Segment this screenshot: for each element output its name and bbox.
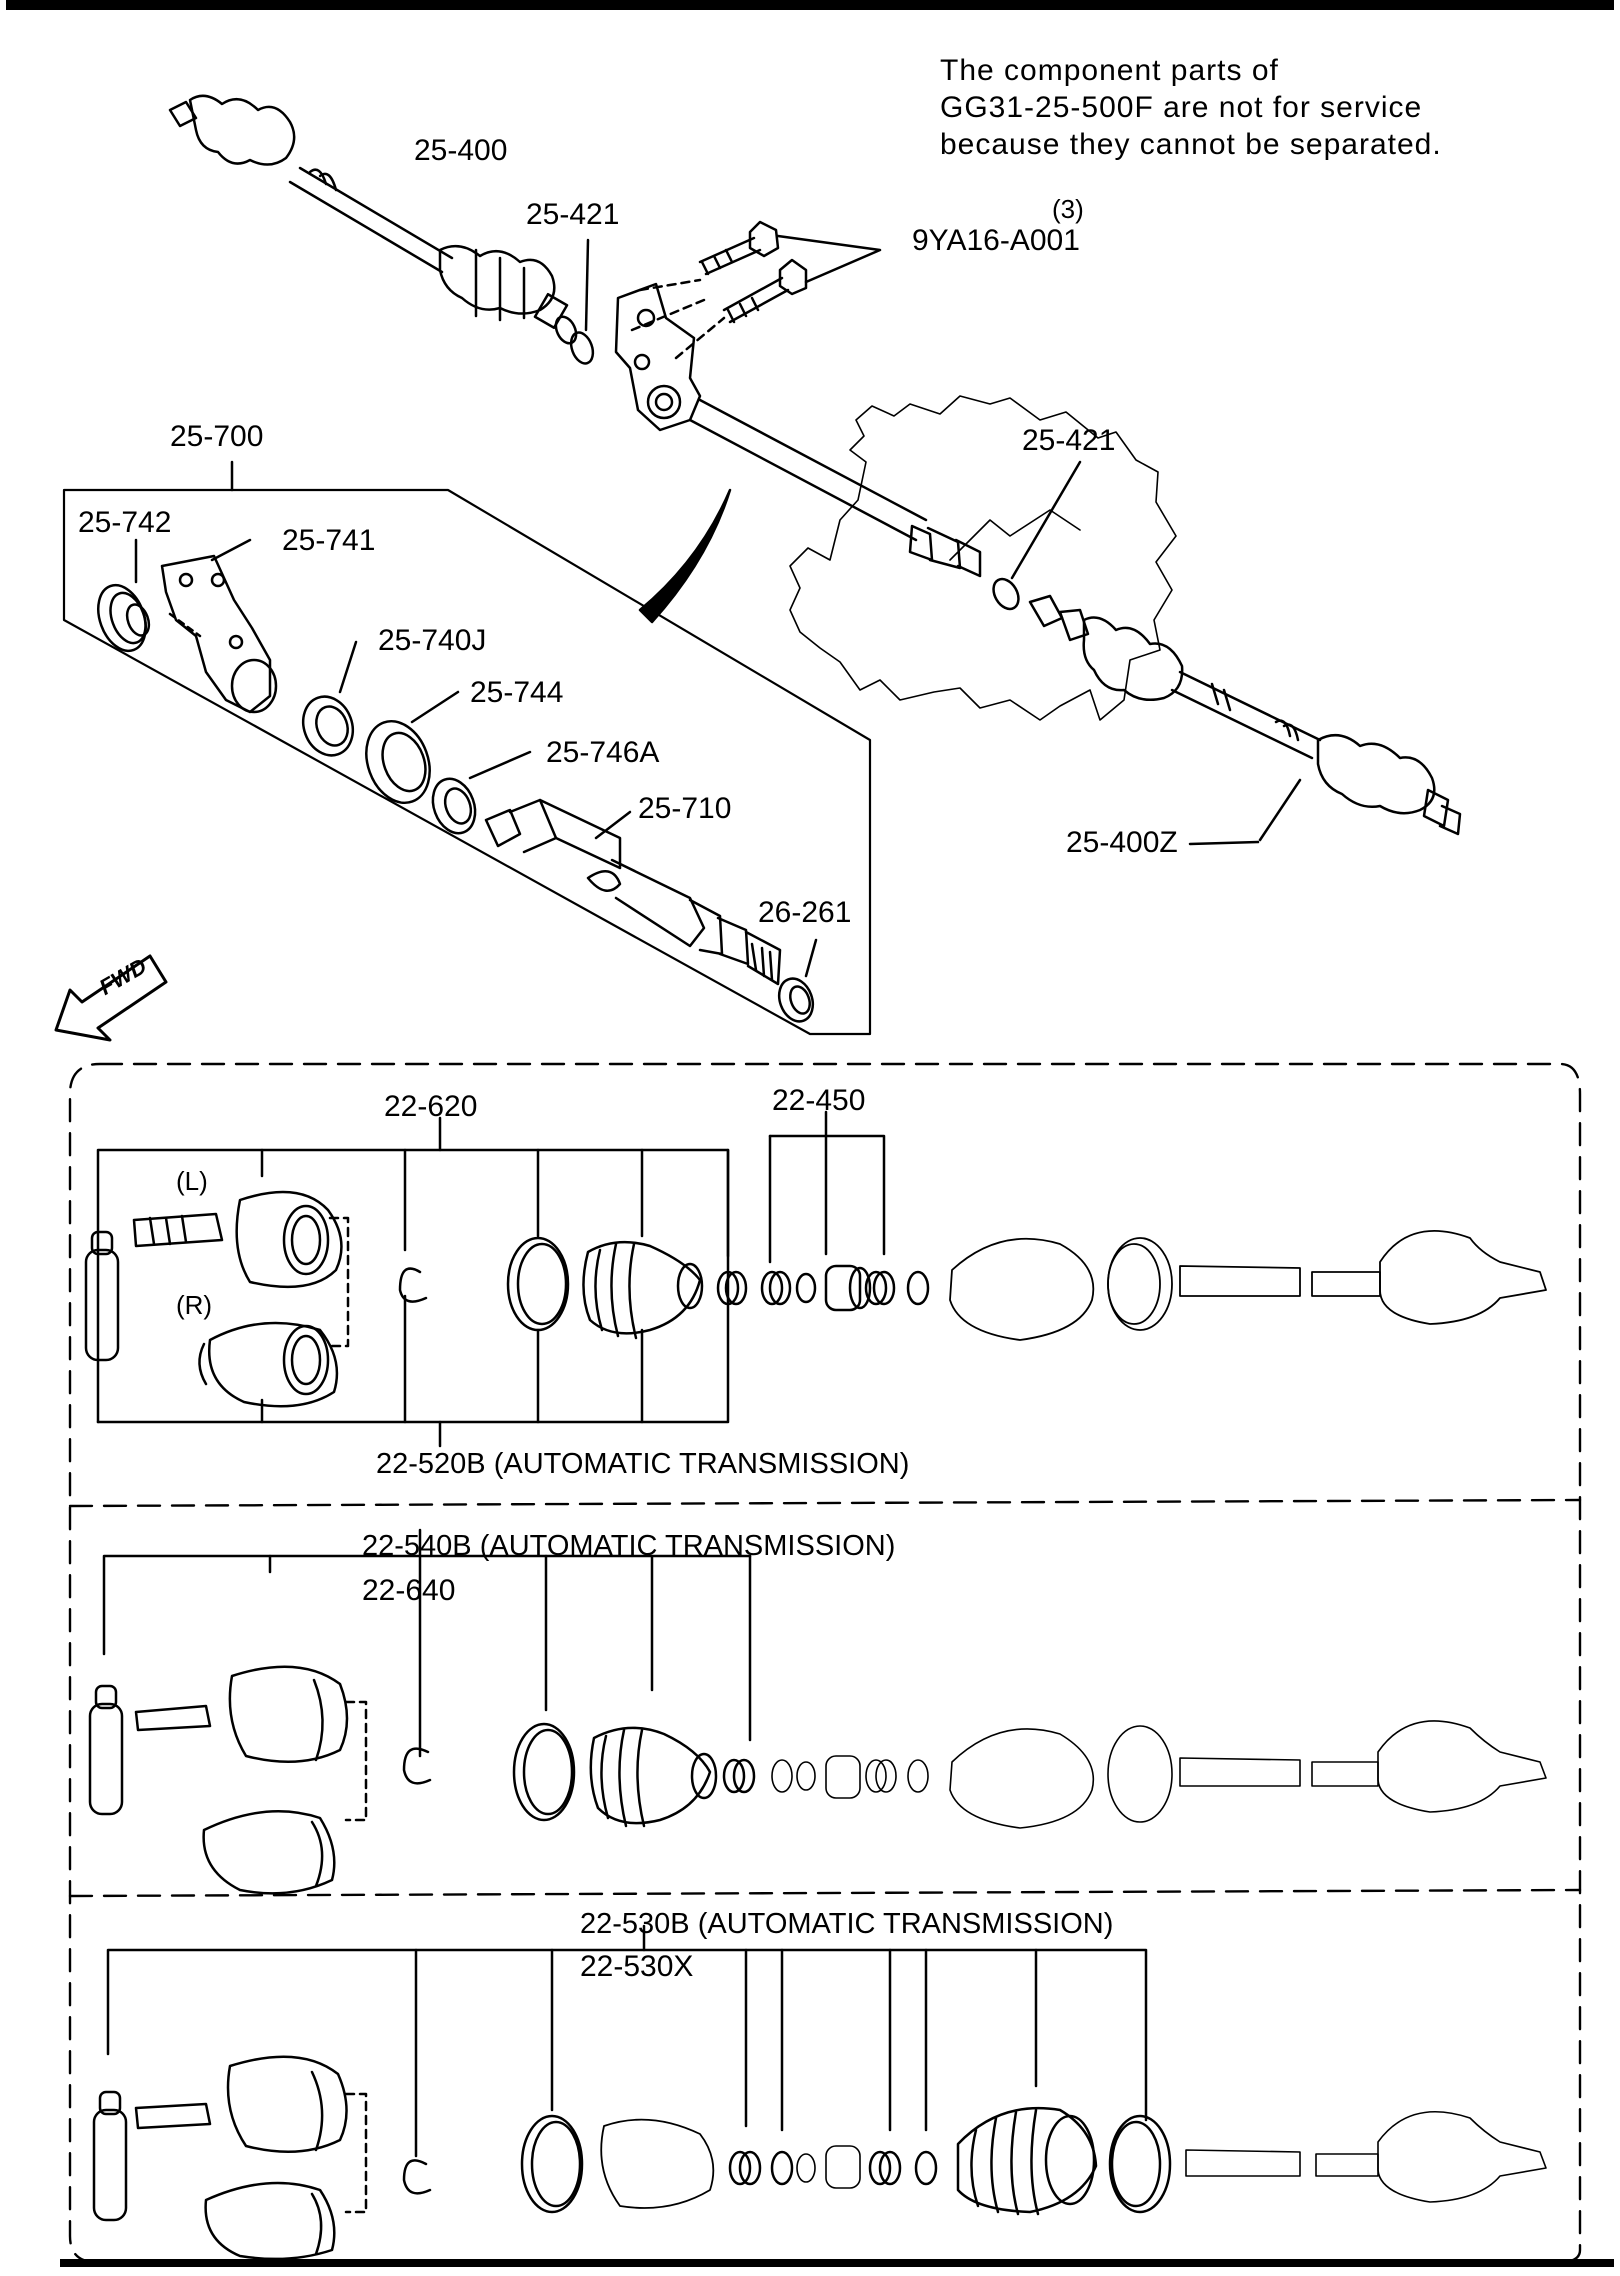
divider-2 — [68, 1888, 1582, 1898]
bearing-bracket — [614, 278, 726, 432]
label-25-742: 25-742 — [78, 506, 172, 539]
intermediate-shaft — [688, 398, 982, 578]
assembly-arrow — [638, 488, 732, 624]
section1-title: 22-520B (AUTOMATIC TRANSMISSION) — [376, 1448, 910, 1480]
fwd-arrow — [54, 954, 168, 1042]
label-26-261: 26-261 — [758, 896, 852, 929]
circlip-right — [992, 577, 1020, 611]
note-line-3: because they cannot be separated. — [940, 128, 1442, 161]
label-right-side: (R) — [176, 1290, 213, 1320]
label-22-620: 22-620 — [384, 1090, 478, 1123]
label-22-640: 22-640 — [362, 1574, 456, 1607]
section1-linework — [84, 1110, 1547, 1448]
circlip-upper — [569, 331, 595, 365]
section2-linework — [88, 1528, 1547, 1895]
label-25-421-upper: 25-421 — [526, 198, 620, 231]
note-line-1: The component parts of — [940, 54, 1279, 87]
label-25-700: 25-700 — [170, 420, 264, 453]
label-22-450: 22-450 — [772, 1084, 866, 1117]
label-left-side: (L) — [176, 1166, 208, 1196]
section2-title: 22-540B (AUTOMATIC TRANSMISSION) — [362, 1530, 896, 1562]
drive-shaft-left — [168, 94, 578, 345]
label-qty-3: (3) — [1052, 194, 1084, 224]
label-25-746a: 25-746A — [546, 736, 660, 769]
transmission-outline — [789, 395, 1177, 721]
bearing-box-outline — [62, 488, 872, 1036]
top-rule — [6, 0, 1614, 10]
note-line-2: GG31-25-500F are not for service — [940, 91, 1423, 124]
label-25-400: 25-400 — [414, 134, 508, 167]
label-25-740j: 25-740J — [378, 624, 487, 657]
label-25-744: 25-744 — [470, 676, 564, 709]
bolts — [698, 220, 882, 324]
label-25-741: 25-741 — [282, 524, 376, 557]
label-9ya16-a001: 9YA16-A001 — [912, 224, 1080, 257]
label-25-710: 25-710 — [638, 792, 732, 825]
divider-1 — [68, 1498, 1582, 1508]
label-22-530x: 22-530X — [580, 1950, 694, 1983]
label-25-421-right: 25-421 — [1022, 424, 1116, 457]
lower-dashed-frame — [68, 1062, 1582, 2264]
drive-shaft-right — [1028, 594, 1462, 846]
bearing-box-parts — [97, 538, 818, 1023]
section3-linework — [92, 1924, 1547, 2261]
label-25-400z: 25-400Z — [1066, 826, 1178, 859]
section3-title: 22-530B (AUTOMATIC TRANSMISSION) — [580, 1908, 1114, 1940]
service-note: The component parts of GG31-25-500F are … — [940, 52, 1442, 163]
